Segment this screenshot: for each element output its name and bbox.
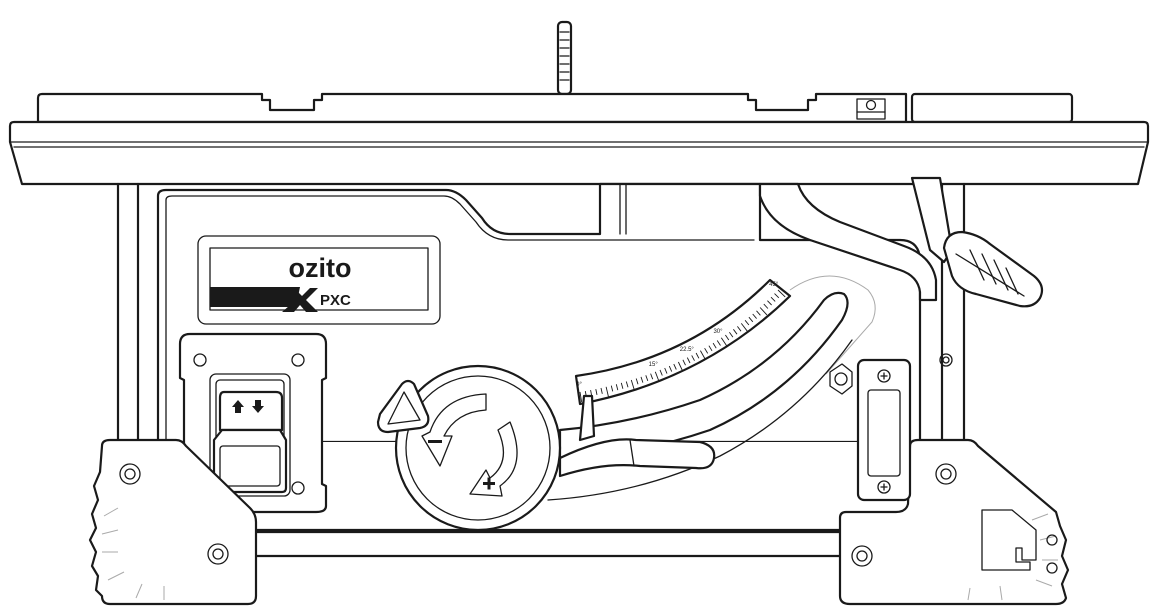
bevel-arc-slot bbox=[547, 275, 876, 501]
bevel-scale-ticks bbox=[579, 289, 786, 402]
scale-tick bbox=[686, 357, 691, 364]
storage-bracket bbox=[981, 509, 1037, 571]
bevel-scale-labels: 0° 15° 22.5° 30° 45° bbox=[576, 282, 779, 388]
minus-symbol: − bbox=[0, 0, 1, 1]
blade-height-wheel[interactable]: − + bbox=[0, 0, 562, 532]
scale-tick bbox=[625, 381, 629, 388]
scale-tick bbox=[615, 384, 619, 391]
scale-tick bbox=[654, 371, 660, 382]
scale-tick bbox=[640, 376, 644, 383]
scale-tick bbox=[595, 389, 598, 395]
riving-knife bbox=[556, 20, 573, 96]
scale-tick bbox=[740, 323, 748, 332]
scale-tick bbox=[759, 307, 768, 316]
scale-tick bbox=[774, 293, 780, 299]
brand-plate: ozito PXC bbox=[197, 235, 441, 325]
scale-tick bbox=[777, 289, 786, 298]
scale-tick bbox=[630, 379, 635, 390]
scale-label: 0° bbox=[576, 382, 582, 388]
fence-handle[interactable] bbox=[942, 230, 1044, 308]
scale-tick bbox=[659, 369, 663, 376]
scale-label: 45° bbox=[769, 282, 779, 288]
fence-storage-arm bbox=[758, 176, 1044, 308]
scale-tick bbox=[737, 326, 742, 332]
scale-tick bbox=[752, 313, 757, 319]
scale-tick bbox=[708, 345, 713, 352]
scale-tick bbox=[720, 337, 728, 347]
scale-label: 15° bbox=[649, 362, 659, 368]
scale-tick bbox=[770, 296, 776, 302]
scale-tick bbox=[691, 355, 695, 361]
x-mark-logo bbox=[282, 288, 318, 312]
scale-tick bbox=[767, 300, 772, 306]
scale-label: 22.5° bbox=[680, 347, 695, 353]
scale-tick bbox=[756, 310, 761, 316]
bevel-scale: 0° 15° 22.5° 30° 45° bbox=[574, 278, 792, 406]
plus-arrow-icon bbox=[469, 421, 518, 497]
scale-tick bbox=[712, 342, 717, 349]
minus-arrow-icon bbox=[421, 393, 487, 467]
arrow-up-icon bbox=[232, 400, 244, 413]
scale-tick bbox=[700, 350, 706, 360]
scale-tick bbox=[733, 329, 738, 335]
scale-tick bbox=[725, 334, 730, 341]
scale-tick bbox=[695, 352, 700, 359]
brand-series: PXC bbox=[320, 292, 351, 309]
bevel-lever[interactable] bbox=[558, 394, 716, 478]
scale-tick bbox=[620, 382, 624, 389]
scale-tick bbox=[673, 363, 677, 370]
scale-tick bbox=[677, 361, 684, 372]
scale-tick bbox=[668, 365, 673, 372]
table-top-profile bbox=[36, 92, 1074, 124]
power-switch bbox=[178, 332, 328, 514]
table-top bbox=[8, 120, 1150, 186]
scale-tick bbox=[605, 386, 609, 397]
scale-tick bbox=[645, 375, 649, 382]
scale-tick bbox=[579, 391, 583, 402]
scale-tick bbox=[744, 320, 750, 326]
left-foot bbox=[88, 438, 258, 606]
scale-tick bbox=[664, 367, 668, 374]
scale-tick bbox=[610, 385, 614, 392]
scale-tick bbox=[704, 347, 709, 354]
scale-tick bbox=[716, 340, 721, 346]
side-mount-plate bbox=[856, 353, 953, 502]
scale-label: 30° bbox=[713, 329, 723, 335]
plus-symbol: + bbox=[0, 0, 1, 1]
scale-tick bbox=[682, 359, 686, 366]
right-foot bbox=[838, 438, 1070, 606]
arrow-down-icon bbox=[252, 400, 264, 413]
scale-tick bbox=[635, 378, 639, 385]
scale-tick bbox=[600, 387, 603, 394]
scale-tick bbox=[748, 316, 754, 323]
scale-tick bbox=[729, 331, 734, 338]
bevel-lock-knob[interactable] bbox=[376, 379, 430, 434]
scale-tick bbox=[763, 303, 769, 309]
brand-name: ozito bbox=[289, 253, 352, 283]
scale-tick bbox=[650, 373, 654, 380]
